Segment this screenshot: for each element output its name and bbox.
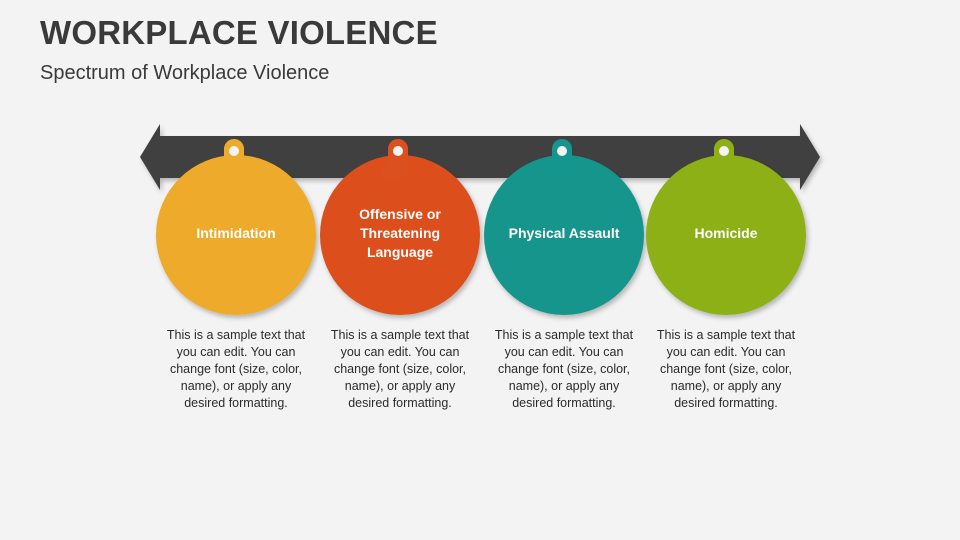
stage-label-2: Offensive or Threatening Language — [359, 205, 441, 260]
hook-hole — [393, 146, 403, 156]
stage-description-2: This is a sample text that you can edit.… — [330, 328, 470, 410]
stage-label-4: Homicide — [694, 224, 758, 241]
stage-description-4: This is a sample text that you can edit.… — [656, 328, 796, 410]
hook-hole — [557, 146, 567, 156]
page-title: WORKPLACE VIOLENCE — [40, 14, 438, 51]
hook-hole — [719, 146, 729, 156]
double-arrow — [140, 124, 820, 190]
stage-description-3: This is a sample text that you can edit.… — [494, 328, 634, 410]
stage-label-3: Physical Assault — [508, 224, 620, 241]
stage-circle-4 — [646, 138, 806, 315]
stage-circle-3 — [484, 138, 644, 315]
page-subtitle: Spectrum of Workplace Violence — [40, 62, 330, 84]
hook-hole — [229, 146, 239, 156]
stage-label-1: Intimidation — [196, 224, 276, 241]
stage-description-1: This is a sample text that you can edit.… — [166, 328, 306, 410]
stage-circle-1 — [156, 138, 316, 315]
stage-circle-2 — [320, 138, 480, 315]
